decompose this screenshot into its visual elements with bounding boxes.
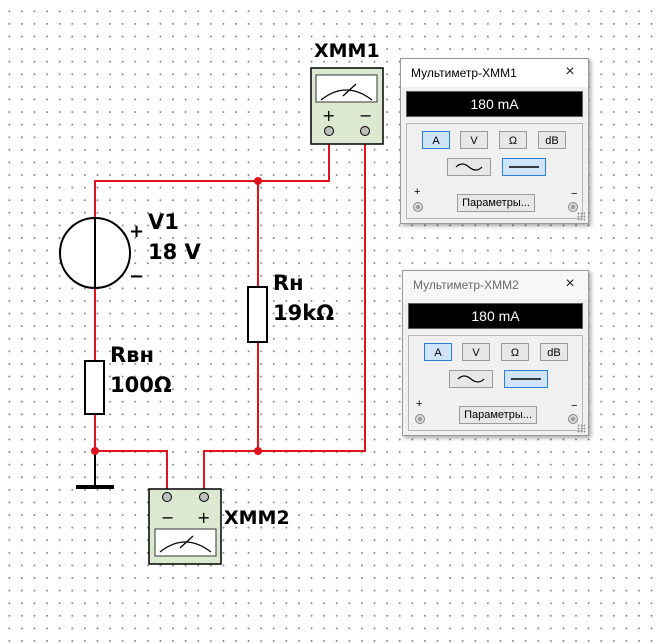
resistor-r-internal[interactable] xyxy=(84,360,105,415)
source-plus-sign: + xyxy=(129,221,144,242)
parameters-button[interactable]: Параметры... xyxy=(459,406,537,424)
controls-panel: A V Ω dB + − Параметры... xyxy=(408,335,583,431)
window-titlebar[interactable]: Мультиметр-XMM2 × xyxy=(403,271,588,299)
junction-dot xyxy=(254,447,262,455)
ac-wave-button[interactable] xyxy=(449,370,493,388)
mode-ohm-button[interactable]: Ω xyxy=(499,131,527,149)
reading-display: 180 mA xyxy=(408,303,583,329)
mode-volt-button[interactable]: V xyxy=(460,131,488,149)
plus-terminal-label: + xyxy=(416,398,423,410)
window-titlebar[interactable]: Мультиметр-XMM1 × xyxy=(401,59,588,87)
mode-ampere-button[interactable]: A xyxy=(424,343,452,361)
resistor-r-load[interactable] xyxy=(247,286,268,343)
wire-meter1-minus[interactable] xyxy=(203,140,366,496)
plus-terminal[interactable] xyxy=(415,414,425,424)
ac-wave-icon xyxy=(455,163,483,171)
resize-grip[interactable] xyxy=(577,424,586,433)
mode-ohm-button[interactable]: Ω xyxy=(501,343,529,361)
parameters-button[interactable]: Параметры... xyxy=(457,194,535,212)
r-load-value: 19kΩ xyxy=(273,301,334,325)
wire-top[interactable] xyxy=(94,140,330,217)
plus-terminal[interactable] xyxy=(413,202,423,212)
ground-symbol[interactable] xyxy=(76,451,114,489)
mode-db-button[interactable]: dB xyxy=(538,131,566,149)
voltage-source-v1[interactable] xyxy=(59,217,131,289)
dc-line-button[interactable] xyxy=(504,370,548,388)
close-icon[interactable]: × xyxy=(565,63,575,80)
meter2-label: XMM2 xyxy=(224,507,290,529)
source-value: 18 V xyxy=(148,240,202,264)
multimeter-xmm1-icon[interactable] xyxy=(310,67,384,145)
window-title: Мультиметр-XMM1 xyxy=(411,66,517,80)
meter1-minus-sign: − xyxy=(359,106,372,125)
meter2-plus-sign: + xyxy=(197,508,210,527)
resize-grip[interactable] xyxy=(577,212,586,221)
mode-ampere-button[interactable]: A xyxy=(422,131,450,149)
mode-volt-button[interactable]: V xyxy=(462,343,490,361)
junction-dot xyxy=(91,447,99,455)
meter1-label: XMM1 xyxy=(314,40,380,62)
mode-db-button[interactable]: dB xyxy=(540,343,568,361)
multimeter-window-xmm2[interactable]: Мультиметр-XMM2 × 180 mA A V Ω dB + − Па… xyxy=(402,270,589,436)
meter2-minus-sign: − xyxy=(161,508,174,527)
source-name: V1 xyxy=(148,210,179,234)
minus-terminal-label: − xyxy=(571,188,578,200)
wires xyxy=(94,140,366,496)
dc-line-button[interactable] xyxy=(502,158,546,176)
r-load-name: Rн xyxy=(273,271,304,295)
dc-line-icon xyxy=(511,378,541,380)
junction-dot xyxy=(254,177,262,185)
minus-terminal-label: − xyxy=(571,400,578,412)
minus-terminal[interactable] xyxy=(568,414,578,424)
minus-terminal[interactable] xyxy=(568,202,578,212)
ac-wave-icon xyxy=(457,375,485,383)
multimeter-window-xmm1[interactable]: Мультиметр-XMM1 × 180 mA A V Ω dB + − Па… xyxy=(400,58,589,224)
multimeter-xmm2-icon[interactable] xyxy=(148,488,222,565)
close-icon[interactable]: × xyxy=(565,275,575,292)
source-minus-sign: − xyxy=(129,266,144,287)
r-internal-name: Rвн xyxy=(110,343,154,367)
dc-line-icon xyxy=(509,166,539,168)
window-title: Мультиметр-XMM2 xyxy=(413,278,519,292)
reading-display: 180 mA xyxy=(406,91,583,117)
controls-panel: A V Ω dB + − Параметры... xyxy=(406,123,583,219)
plus-terminal-label: + xyxy=(414,186,421,198)
ac-wave-button[interactable] xyxy=(447,158,491,176)
meter1-plus-sign: + xyxy=(322,106,335,125)
wire-meter2-minus[interactable] xyxy=(95,450,168,496)
r-internal-value: 100Ω xyxy=(110,373,172,397)
